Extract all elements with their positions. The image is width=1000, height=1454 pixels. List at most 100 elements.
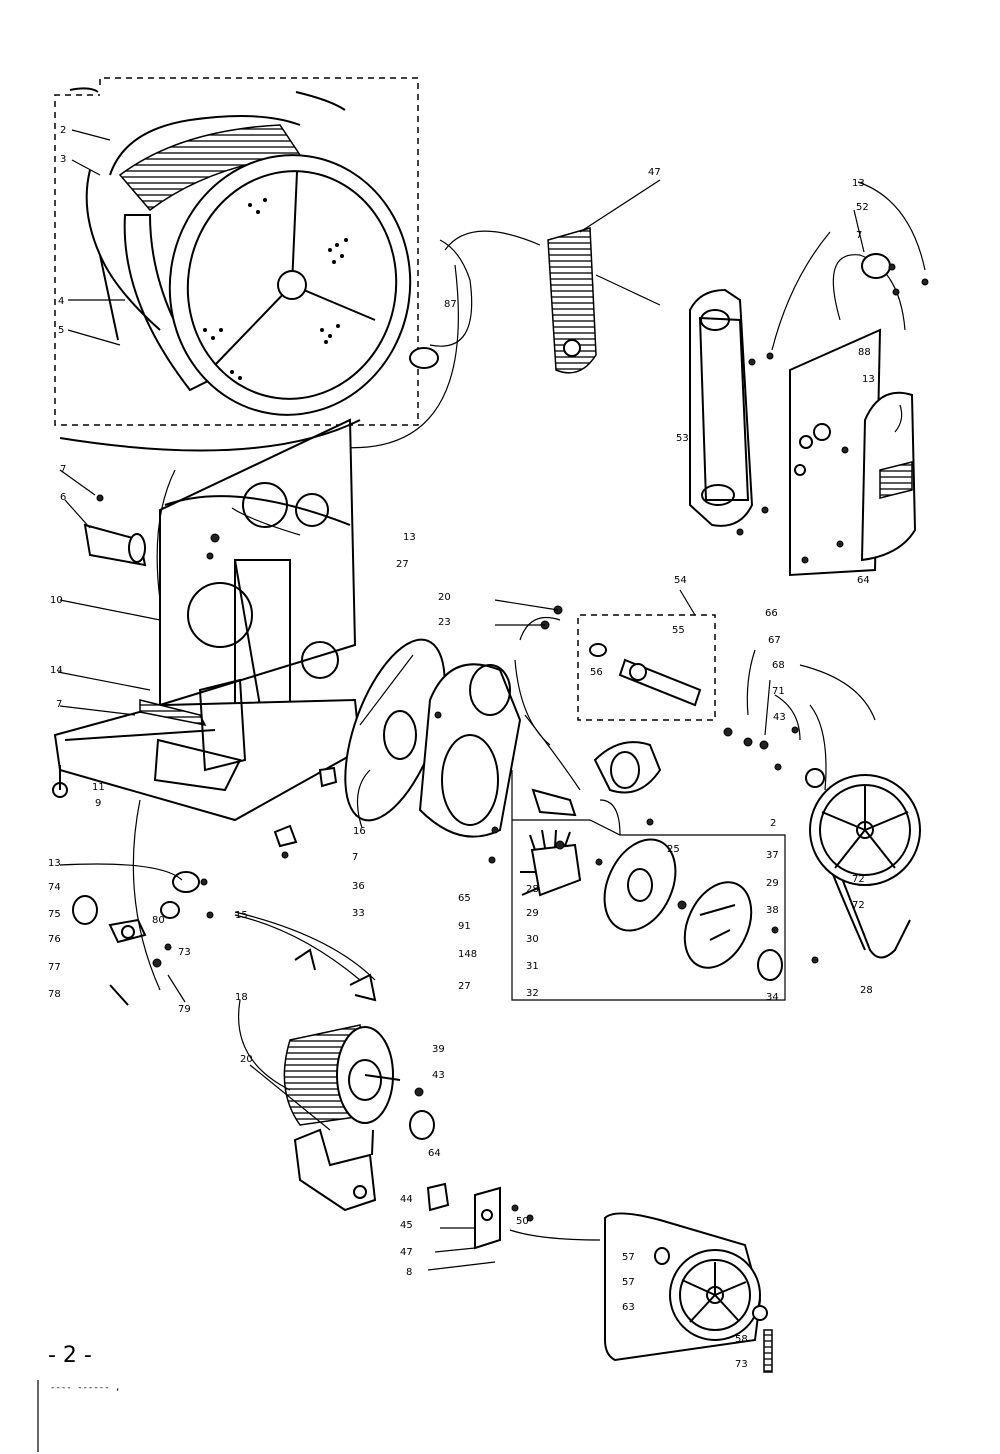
callout-45: 47 (400, 1247, 413, 1258)
callout-66: 67 (768, 635, 781, 646)
front-panel (789, 328, 882, 577)
callout-64-blower: 65 (458, 893, 471, 904)
callout-38: 43 (432, 1070, 445, 1081)
callout-78: 78 (48, 989, 61, 1000)
callout-28-wheel: 29 (526, 908, 539, 919)
callout-26: 27 (458, 981, 471, 992)
callout-15: 14 (50, 665, 63, 676)
callout-57-bracket: 57 (622, 1277, 635, 1288)
callout-65: 66 (765, 608, 778, 619)
callout-6: 6 (60, 492, 66, 503)
blower-scroll (514, 659, 662, 826)
idler-assembly (494, 589, 716, 721)
heater-element (59, 469, 147, 567)
door-assembly (832, 254, 917, 562)
callout-24: 23 (438, 617, 451, 628)
callout-36: 38 (766, 905, 779, 916)
callout-27-wheel: 28 (526, 884, 539, 895)
callout-82-left: 87 (444, 299, 457, 310)
callout-71: 72 (852, 874, 865, 885)
front-bulkhead (689, 288, 774, 536)
callout-31: 32 (526, 988, 539, 999)
callout-5: 5 (58, 325, 64, 336)
thermostat-parts (59, 799, 214, 1006)
drum-assembly (54, 77, 419, 426)
callout-86: 148 (458, 949, 477, 960)
callout-75: 75 (48, 909, 61, 920)
callout-30: 31 (526, 961, 539, 972)
idler-pulley-bracket (604, 1212, 773, 1373)
callout-2-drive: 2 (770, 818, 776, 829)
callout-48: 50 (516, 1216, 529, 1227)
callout-18: 18 (235, 992, 248, 1003)
callout-16: 16 (353, 826, 366, 837)
callout-47: 47 (648, 167, 661, 178)
callout-32: 36 (352, 881, 365, 892)
filter-and-belt (319, 179, 661, 449)
callout-58: 63 (622, 1302, 635, 1313)
callout-4: 4 (58, 296, 64, 307)
callout-84: 91 (458, 921, 471, 932)
callout-28-drive: 28 (860, 985, 873, 996)
callout-11: 11 (92, 782, 105, 793)
callout-33-switch: 33 (352, 908, 365, 919)
callout-72-spring: 73 (735, 1359, 748, 1370)
callout-82-right: 88 (858, 347, 871, 358)
callout-29-drive: 29 (766, 878, 779, 889)
callout-13-heater: 13 (403, 532, 416, 543)
page-number: - 2 - (48, 1343, 92, 1368)
callout-13-right: 13 (862, 374, 875, 385)
callout-9: 9 (95, 798, 101, 809)
callout-63: 64 (428, 1148, 441, 1159)
callout-20: 20 (240, 1054, 253, 1065)
callout-7-switch: 7 (352, 852, 358, 863)
callout-52: 53 (676, 433, 689, 444)
callout-55: 56 (590, 667, 603, 678)
callout-7-door: 8 (406, 1267, 412, 1278)
callout-27-heater: 27 (396, 559, 409, 570)
callout-29-wheel: 30 (526, 934, 539, 945)
callout-68: 71 (772, 686, 785, 697)
callout-74: 74 (48, 882, 61, 893)
door-hinge (771, 181, 929, 351)
callout-72-drive: 72 (852, 900, 865, 911)
callout-13-thermo: 13 (48, 858, 61, 869)
callout-37: 39 (432, 1044, 445, 1055)
drive-motor (238, 999, 435, 1212)
cabinet-rear-frame (156, 418, 357, 737)
callout-2: 2 (60, 125, 66, 136)
callout-67: 68 (772, 660, 785, 671)
callout-23: 20 (438, 592, 451, 603)
callout-54: 55 (672, 625, 685, 636)
motor-switch (234, 766, 377, 1002)
callout-43: 44 (400, 1194, 413, 1205)
callout-7-base: 7 (56, 699, 62, 710)
callout-79: 79 (178, 1004, 191, 1015)
callout-80: 80 (152, 915, 165, 926)
blower-wheel-assembly (511, 770, 819, 1001)
callout-50: 52 (856, 202, 869, 213)
drive-pulley-and-belt (723, 649, 921, 959)
callout-10: 10 (50, 595, 63, 606)
callout-39: 43 (773, 712, 786, 723)
callout-7-left: 7 (60, 464, 66, 475)
callout-25: 25 (667, 844, 680, 855)
callout-34: 37 (766, 850, 779, 861)
footer-text: ---- ------ , (50, 1383, 120, 1393)
callout-33-drive: 34 (766, 992, 779, 1003)
callout-14: 15 (235, 910, 248, 921)
callout-73: 73 (178, 947, 191, 958)
callout-64-front: 64 (857, 575, 870, 586)
callout-13-top: 13 (852, 178, 865, 189)
blower-housing (344, 616, 561, 864)
callout-53: 54 (674, 575, 687, 586)
callout-labels: 2 3 4 5 47 13 52 7 87 88 13 53 64 6 7 10… (48, 125, 875, 1370)
callout-56: 57 (622, 1252, 635, 1263)
callout-7-top: 7 (856, 230, 862, 241)
rear-seal (57, 419, 361, 716)
door-switch (426, 1182, 601, 1271)
callout-76: 76 (48, 934, 61, 945)
callout-3: 3 (60, 154, 66, 165)
